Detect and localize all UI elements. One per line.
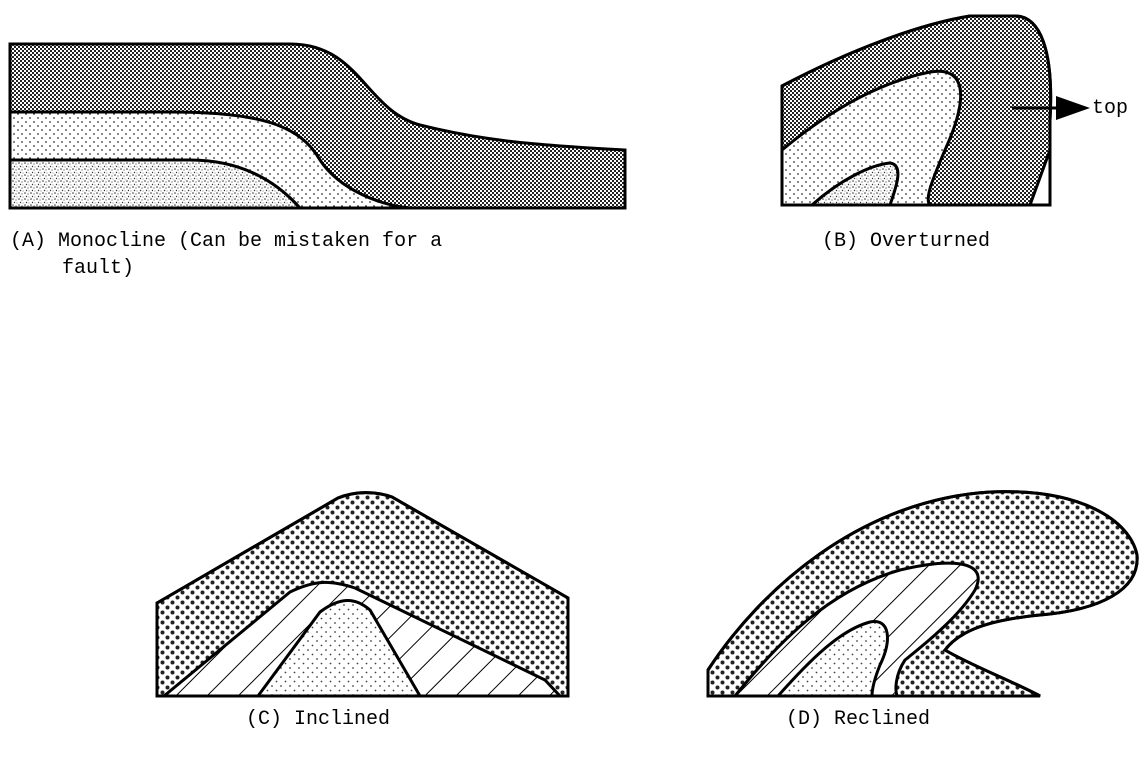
inclined-diagram (155, 491, 570, 698)
caption-overturned: (B) Overturned (822, 230, 991, 253)
caption-reclined: (D) Reclined (786, 708, 931, 731)
caption-monocline-continued: fault) (62, 257, 135, 280)
reclined-diagram (706, 490, 1139, 698)
top-arrow-head (1056, 96, 1090, 120)
reclined-core (774, 620, 889, 698)
caption-inclined: (C) Inclined (246, 708, 391, 731)
overturned-diagram (780, 14, 1053, 207)
reclined-outline (706, 490, 1139, 698)
top-arrow (1012, 96, 1090, 120)
top-arrow-label: top (1092, 97, 1129, 120)
inclined-outline (155, 491, 570, 698)
overturned-core (808, 161, 900, 207)
caption-monocline: (A) Monocline (Can be mistaken for a (10, 230, 443, 253)
monocline-diagram (8, 42, 627, 210)
overturned-outline (780, 14, 1053, 207)
inclined-core (255, 599, 423, 698)
overturned-middle-layer (780, 69, 963, 207)
monocline-outline (8, 42, 627, 210)
